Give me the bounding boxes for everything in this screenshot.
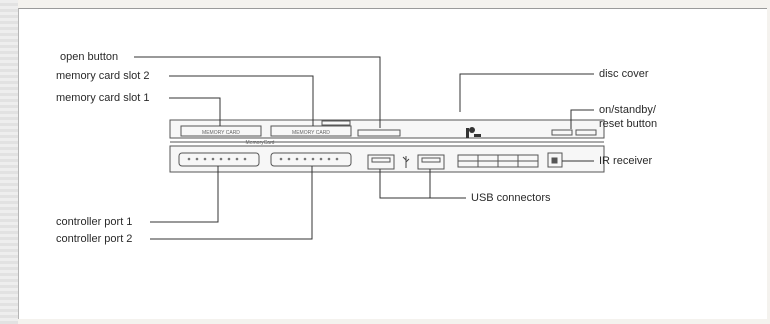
leader-memory-slot-2 [169,75,314,126]
on-standby-button [551,129,573,136]
console-lower-body [169,145,605,173]
controller-port-1 [178,152,260,167]
open-button [357,129,401,137]
label-memory-card-slot-1: memory card slot 1 [56,92,150,104]
usb-symbol-icon [402,156,410,168]
label-open-button: open button [60,51,119,63]
console-upper-body [169,119,605,139]
leader-memory-slot-1 [169,97,221,126]
usb-connector-1-inner [371,157,391,163]
reset-button [575,129,597,136]
leader-on-standby [570,109,594,129]
slot-1-printed-text: MEMORY CARD [202,130,240,136]
label-controller-port-2: controller port 2 [56,233,133,245]
memory-card-slot-1 [180,125,262,137]
controller-port-pins [187,157,339,161]
leader-open-button [134,56,381,128]
ir-receiver [547,152,563,168]
label-on-standby: on/standby/ [599,104,656,116]
console-brand-text: MemoryCard [246,140,275,146]
leader-lines [134,56,594,240]
usb-connector-2 [417,154,445,170]
page-edge [0,0,18,324]
label-usb-connectors: USB connectors [471,192,551,204]
usb-connector-1 [367,154,395,170]
leader-usb-bracket [379,169,431,199]
leader-controller-port-2 [150,166,313,240]
ps-logo-icon [466,127,481,138]
leader-disc-cover [459,73,594,112]
memory-slot-tab [321,120,351,126]
label-reset-button: reset button [599,118,658,130]
console-front-panel [169,119,605,173]
usb-connector-2-inner [421,157,441,163]
label-ir-receiver: IR receiver [599,155,653,167]
leader-controller-port-1 [150,166,219,223]
label-memory-card-slot-2: memory card slot 2 [56,70,150,82]
ir-receiver-lens [551,157,558,164]
label-disc-cover: disc cover [599,68,649,80]
slot-2-printed-text: MEMORY CARD [292,130,330,136]
label-controller-port-1: controller port 1 [56,216,133,228]
memory-card-slot-2 [270,125,352,137]
controller-port-2 [270,152,352,167]
